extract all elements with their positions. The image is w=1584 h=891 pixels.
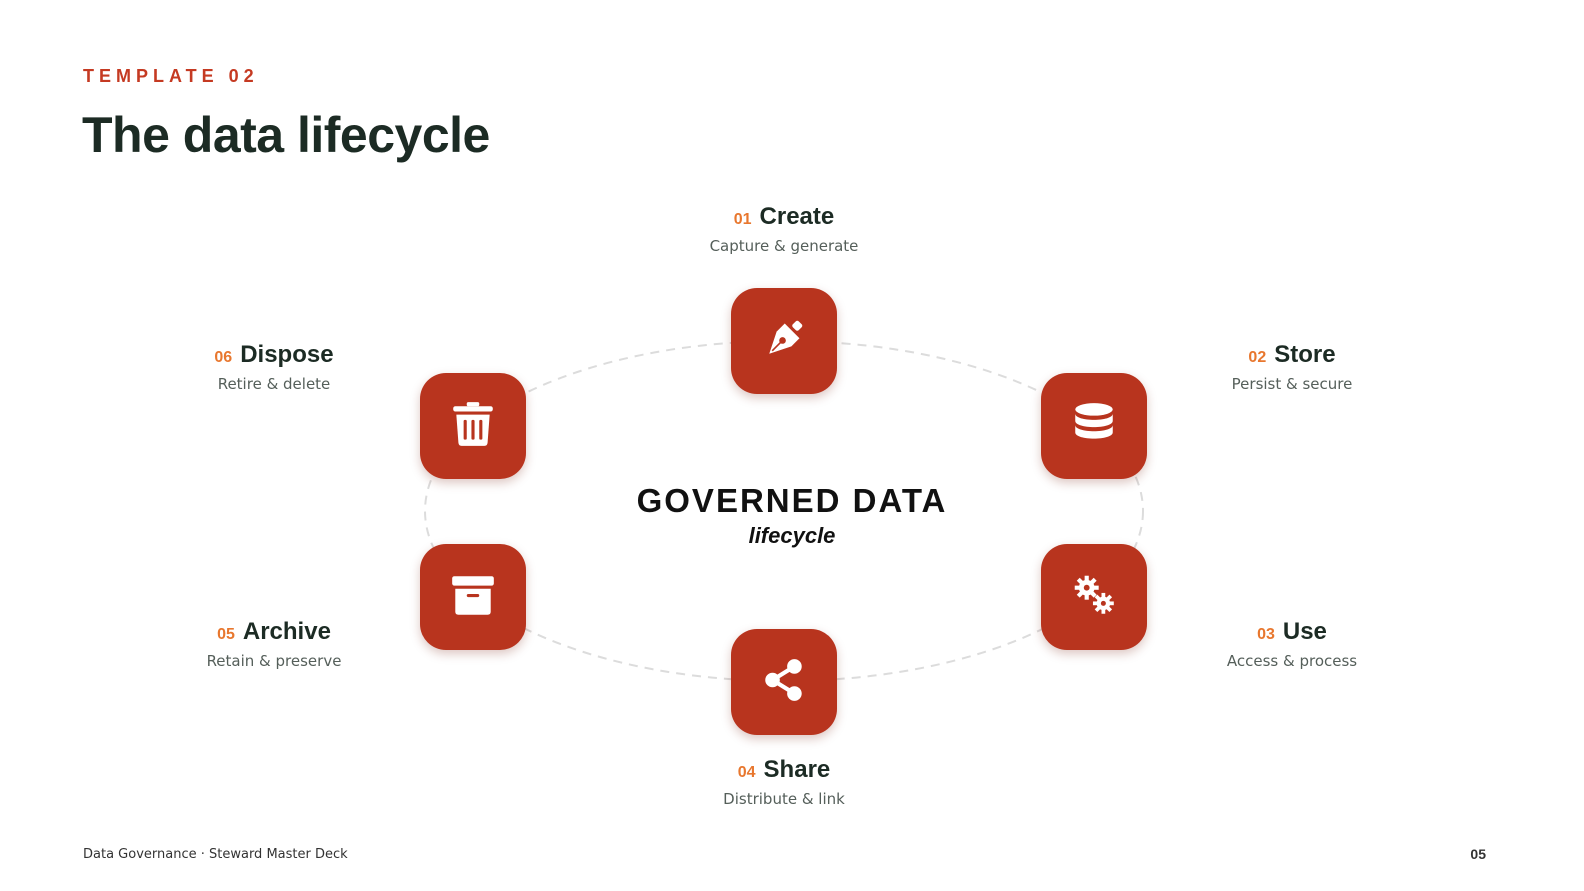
stage-name: Use [1282,618,1327,645]
center-title: GOVERNED DATA [636,482,948,519]
center-subtitle: lifecycle [748,523,836,548]
stage-store-label: 02 Store Persist & secure [1162,341,1422,393]
gears-icon [1069,570,1119,625]
stage-name: Share [763,756,831,783]
share-icon [759,655,809,710]
stage-number: 06 [214,349,233,366]
database-icon [1069,399,1119,454]
stage-number: 04 [737,764,756,781]
stage-description: Access & process [1226,652,1358,670]
stage-name: Store [1274,341,1336,368]
stage-dispose-label: 06 Dispose Retire & delete [144,341,404,393]
stage-description: Distribute & link [723,790,845,808]
stage-number: 03 [1257,626,1275,643]
footer-deck-title: Data Governance · Steward Master Deck [83,847,348,862]
stage-share-node [731,629,837,735]
stage-description: Retire & delete [217,375,331,393]
stage-use-label: 03 Use Access & process [1162,618,1422,670]
stage-dispose-node [420,373,526,479]
stage-share-label: 04 Share Distribute & link [654,756,914,808]
stage-create-node [731,288,837,394]
stage-name: Archive [242,618,331,645]
page-number: 05 [1470,846,1486,862]
page-title: The data lifecycle [82,107,490,163]
stage-use-node [1041,544,1147,650]
trash-icon [448,399,498,454]
stage-archive-node [420,544,526,650]
template-eyebrow: TEMPLATE 02 [83,66,259,86]
stage-number: 02 [1248,349,1267,366]
stage-name: Dispose [240,341,334,368]
stage-create-label: 01 Create Capture & generate [654,203,914,255]
stage-number: 05 [217,626,235,643]
archive-icon [448,570,498,625]
stage-description: Capture & generate [709,237,859,255]
stage-description: Retain & preserve [206,652,342,670]
stage-name: Create [759,203,835,230]
stage-archive-label: 05 Archive Retain & preserve [144,618,404,670]
stage-description: Persist & secure [1231,375,1353,393]
pen-icon [759,314,809,369]
stage-number: 01 [733,211,752,228]
stage-store-node [1041,373,1147,479]
